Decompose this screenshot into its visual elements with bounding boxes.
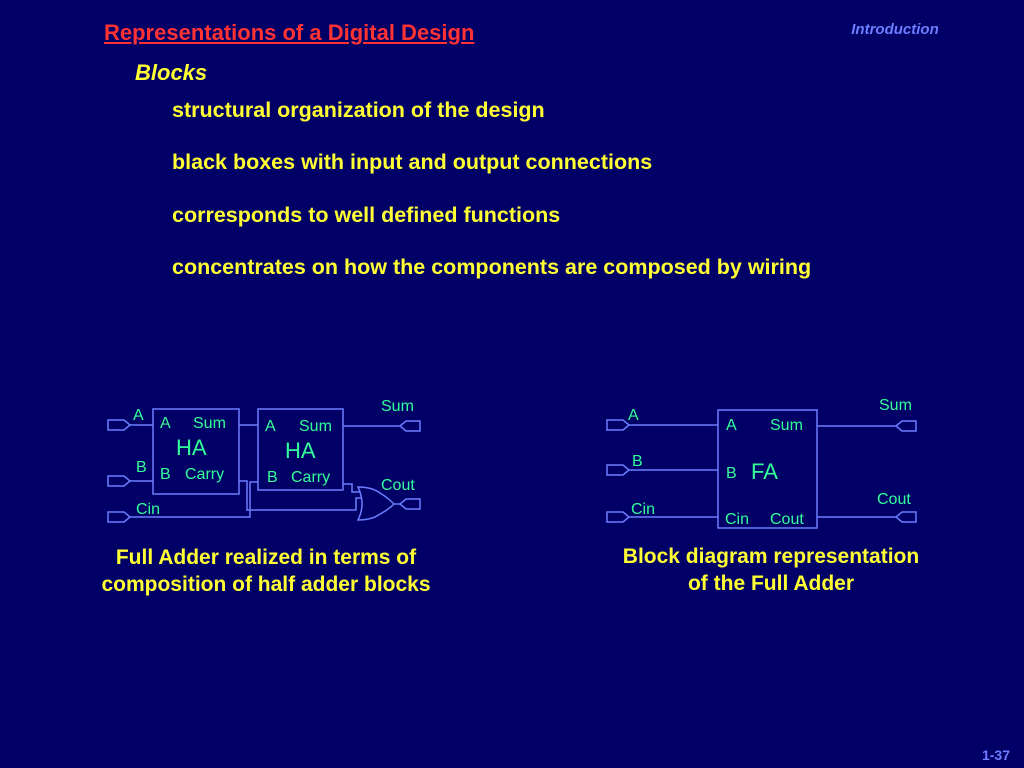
left-diagram-caption: Full Adder realized in terms of composit… — [101, 544, 430, 598]
half-adder-1 — [152, 408, 240, 495]
page-number: 1-37 — [981, 747, 1010, 763]
fa-name: FA — [751, 459, 778, 484]
input-connector-b — [107, 475, 132, 487]
slide-title: Representations of a Digital Design — [104, 20, 475, 45]
fa-pin-sum: Sum — [770, 417, 803, 434]
fa-pin-b: B — [726, 465, 737, 482]
output-label-cout: Cout — [381, 477, 415, 494]
ha2-name: HA — [285, 438, 316, 463]
output-connector-sum — [894, 420, 917, 432]
output-label-sum: Sum — [879, 397, 912, 414]
ha2-pin-sum: Sum — [299, 418, 332, 435]
ha2-pin-b: B — [267, 469, 278, 486]
bullet-item: concentrates on how the components are c… — [172, 255, 812, 279]
fa-pin-a: A — [726, 417, 737, 434]
input-label-cin: Cin — [631, 501, 655, 518]
ha2-pin-a: A — [265, 418, 276, 435]
caption-line: Full Adder realized in terms of — [115, 546, 417, 569]
subheading: Blocks — [135, 60, 208, 85]
bullet-item: corresponds to well defined functions — [172, 203, 561, 227]
input-label-a: A — [133, 407, 144, 424]
input-connector-cin — [606, 511, 631, 523]
input-label-a: A — [628, 407, 639, 424]
caption-line: composition of half adder blocks — [101, 573, 431, 596]
ha1-pin-b: B — [160, 466, 171, 483]
caption-line: of the Full Adder — [687, 572, 855, 595]
fa-pin-cin: Cin — [725, 511, 749, 528]
ha1-name: HA — [176, 435, 207, 460]
ha2-pin-carry: Carry — [291, 469, 330, 486]
full-adder-block — [717, 409, 818, 529]
input-label-b: B — [136, 459, 147, 476]
ha1-pin-carry: Carry — [185, 466, 224, 483]
ha1-pin-a: A — [160, 415, 171, 432]
left-diagram: A B Cin Sum Cout A Sum HA B Carry A Sum … — [107, 398, 421, 523]
bullet-item: structural organization of the design — [172, 98, 545, 122]
input-label-b: B — [632, 453, 643, 470]
or-gate — [356, 486, 396, 521]
right-diagram-caption: Block diagram representation of the Full… — [623, 543, 919, 597]
output-label-cout: Cout — [877, 491, 911, 508]
ha1-pin-sum: Sum — [193, 415, 226, 432]
bullet-item: black boxes with input and output connec… — [172, 150, 653, 174]
output-label-sum: Sum — [381, 398, 414, 415]
input-label-cin: Cin — [136, 501, 160, 518]
output-connector-cout — [894, 511, 917, 523]
input-connector-cin — [107, 511, 132, 523]
input-connector-a — [606, 419, 631, 431]
section-label: Introduction — [851, 21, 939, 38]
input-connector-b — [606, 464, 631, 476]
input-connector-a — [107, 419, 132, 431]
output-connector-sum — [398, 420, 421, 432]
caption-line: Block diagram representation — [622, 545, 920, 568]
half-adder-2 — [257, 408, 344, 491]
right-diagram: A B Cin Sum Cout A Sum B FA Cin Cout — [606, 397, 917, 529]
output-connector-cout — [398, 498, 421, 510]
fa-pin-cout: Cout — [770, 511, 804, 528]
